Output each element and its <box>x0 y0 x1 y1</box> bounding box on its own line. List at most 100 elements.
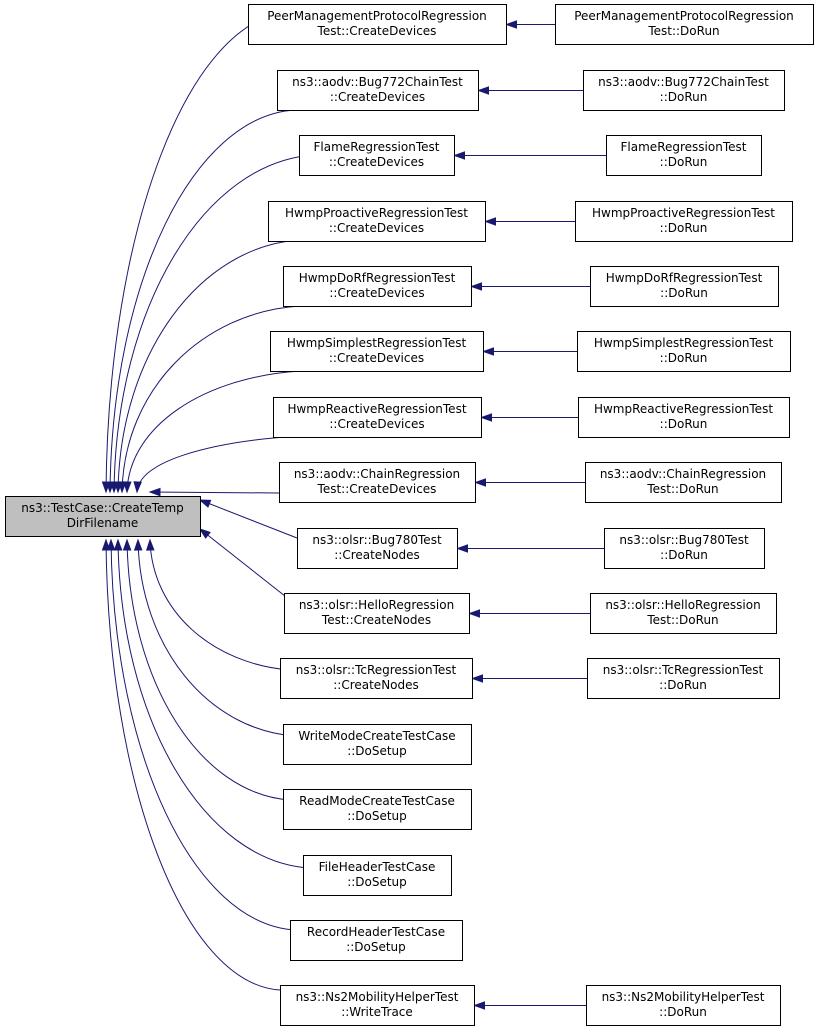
arrowhead-dorun-8 <box>456 544 468 553</box>
edge-caller-0-to-root <box>105 11 291 493</box>
caller-node-6[interactable]: HwmpReactiveRegressionTest::CreateDevice… <box>273 397 482 438</box>
caller-node-0[interactable]: PeerManagementProtocolRegressionTest::Cr… <box>248 4 507 45</box>
dorun-node-5-box[interactable] <box>577 331 791 372</box>
edge-caller-3-to-root <box>117 239 301 493</box>
caller-node-11-label-line2: ::DoSetup <box>347 744 407 758</box>
caller-node-1[interactable]: ns3::aodv::Bug772ChainTest::CreateDevice… <box>277 70 479 111</box>
call-edges <box>101 11 607 1010</box>
caller-node-10-box[interactable] <box>280 658 473 699</box>
dorun-node-1[interactable]: ns3::aodv::Bug772ChainTest::DoRun <box>583 70 785 111</box>
dorun-node-3-label-line2: ::DoRun <box>660 221 708 235</box>
dorun-node-4-box[interactable] <box>590 266 779 307</box>
dorun-node-9-box[interactable] <box>590 593 777 634</box>
caller-node-7[interactable]: ns3::aodv::ChainRegressionTest::CreateDe… <box>279 462 476 503</box>
arrowhead-dorun-2 <box>453 151 465 160</box>
caller-node-3[interactable]: HwmpProactiveRegressionTest::CreateDevic… <box>268 201 486 242</box>
edge-caller-5-to-root <box>126 370 301 493</box>
dorun-node-10-box[interactable] <box>587 658 780 699</box>
dorun-node-5-label-line2: ::DoRun <box>660 351 708 365</box>
caller-node-10-label-line1: ns3::olsr::TcRegressionTest <box>296 663 457 677</box>
caller-node-1-box[interactable] <box>277 70 479 111</box>
dorun-node-0-box[interactable] <box>555 4 814 45</box>
dorun-node-6-label-line1: HwmpReactiveRegressionTest <box>594 402 773 416</box>
caller-node-9[interactable]: ns3::olsr::HelloRegressionTest::CreateNo… <box>284 593 470 634</box>
edge-caller-14-to-root <box>110 539 296 931</box>
dorun-node-9-label-line2: Test::DoRun <box>646 613 718 627</box>
arrowhead-caller-8 <box>198 499 212 508</box>
dorun-node-4-label-line1: HwmpDoRfRegressionTest <box>606 271 763 285</box>
arrowhead-dorun-9 <box>468 609 480 618</box>
caller-node-0-label-line1: PeerManagementProtocolRegression <box>267 9 487 23</box>
dorun-node-8-label-line2: ::DoRun <box>660 548 708 562</box>
edge-caller-1-to-root <box>109 109 296 493</box>
dorun-node-15-label-line2: ::DoRun <box>659 1005 707 1019</box>
edge-caller-11-to-root <box>137 539 296 737</box>
root-node-label-line2: DirFilename <box>67 516 139 530</box>
caller-node-10[interactable]: ns3::olsr::TcRegressionTest::CreateNodes <box>280 658 473 699</box>
dorun-node-8[interactable]: ns3::olsr::Bug780Test::DoRun <box>604 528 765 569</box>
caller-node-15[interactable]: ns3::Ns2MobilityHelperTest::WriteTrace <box>280 985 475 1026</box>
dorun-node-0-label-line2: Test::DoRun <box>647 24 719 38</box>
arrowhead-dorun-15 <box>473 1001 485 1010</box>
arrowhead-caller-5 <box>123 481 132 494</box>
caller-node-4[interactable]: HwmpDoRfRegressionTest::CreateDevices <box>283 266 472 307</box>
dorun-node-15[interactable]: ns3::Ns2MobilityHelperTest::DoRun <box>586 985 781 1026</box>
caller-node-14[interactable]: RecordHeaderTestCase::DoSetup <box>290 920 463 961</box>
caller-node-9-box[interactable] <box>284 593 470 634</box>
dorun-node-6[interactable]: HwmpReactiveRegressionTest::DoRun <box>578 397 790 438</box>
caller-node-8[interactable]: ns3::olsr::Bug780Test::CreateNodes <box>297 528 458 569</box>
caller-node-2-label-line1: FlameRegressionTest <box>314 140 440 154</box>
dorun-node-3-box[interactable] <box>575 201 793 242</box>
caller-node-11[interactable]: WriteModeCreateTestCase::DoSetup <box>283 724 472 765</box>
caller-node-8-box[interactable] <box>297 528 458 569</box>
caller-node-9-label-line2: Test::CreateNodes <box>321 613 431 627</box>
dorun-node-5[interactable]: HwmpSimplestRegressionTest::DoRun <box>577 331 791 372</box>
caller-node-6-box[interactable] <box>273 397 482 438</box>
caller-node-14-box[interactable] <box>290 920 463 961</box>
caller-node-2-box[interactable] <box>299 135 455 176</box>
dorun-node-8-box[interactable] <box>604 528 765 569</box>
caller-node-2-label-line2: ::CreateDevices <box>329 155 424 169</box>
dorun-node-3[interactable]: HwmpProactiveRegressionTest::DoRun <box>575 201 793 242</box>
dorun-node-6-box[interactable] <box>578 397 790 438</box>
dorun-node-10[interactable]: ns3::olsr::TcRegressionTest::DoRun <box>587 658 780 699</box>
arrowhead-dorun-0 <box>505 20 517 29</box>
caller-node-0-box[interactable] <box>248 4 507 45</box>
caller-node-5-label-line1: HwmpSimplestRegressionTest <box>287 336 467 350</box>
dorun-node-4[interactable]: HwmpDoRfRegressionTest::DoRun <box>590 266 779 307</box>
caller-node-5-box[interactable] <box>270 331 484 372</box>
caller-node-15-box[interactable] <box>280 985 475 1026</box>
dorun-node-0[interactable]: PeerManagementProtocolRegressionTest::Do… <box>555 4 814 45</box>
caller-node-13-box[interactable] <box>303 855 452 896</box>
dorun-node-15-label-line1: ns3::Ns2MobilityHelperTest <box>602 990 765 1004</box>
caller-node-15-label-line2: ::WriteTrace <box>341 1005 413 1019</box>
caller-node-3-label-line1: HwmpProactiveRegressionTest <box>285 206 468 220</box>
caller-node-5[interactable]: HwmpSimplestRegressionTest::CreateDevice… <box>270 331 484 372</box>
dorun-node-15-box[interactable] <box>586 985 781 1026</box>
dorun-node-1-box[interactable] <box>583 70 785 111</box>
caller-node-4-box[interactable] <box>283 266 472 307</box>
caller-node-7-label-line1: ns3::aodv::ChainRegression <box>294 467 460 481</box>
caller-node-11-box[interactable] <box>283 724 472 765</box>
edge-caller-15-to-root <box>105 539 281 991</box>
edge-caller-2-to-root <box>113 154 316 493</box>
caller-node-3-label-line2: ::CreateDevices <box>329 221 424 235</box>
caller-node-12-box[interactable] <box>283 789 472 830</box>
dorun-node-7-label-line2: Test::DoRun <box>646 482 718 496</box>
edge-caller-13-to-root <box>117 539 311 869</box>
edge-caller-7-to-root <box>149 491 280 494</box>
caller-node-3-box[interactable] <box>268 201 486 242</box>
caller-node-12[interactable]: ReadModeCreateTestCase::DoSetup <box>283 789 472 830</box>
arrowhead-dorun-1 <box>477 86 489 95</box>
caller-node-2[interactable]: FlameRegressionTest::CreateDevices <box>299 135 455 176</box>
dorun-node-7-box[interactable] <box>585 462 782 503</box>
caller-node-7-box[interactable] <box>279 462 476 503</box>
dorun-node-2-box[interactable] <box>606 135 762 176</box>
caller-node-13[interactable]: FileHeaderTestCase::DoSetup <box>303 855 452 896</box>
root-node-box[interactable] <box>5 496 201 537</box>
dorun-node-2[interactable]: FlameRegressionTest::DoRun <box>606 135 762 176</box>
